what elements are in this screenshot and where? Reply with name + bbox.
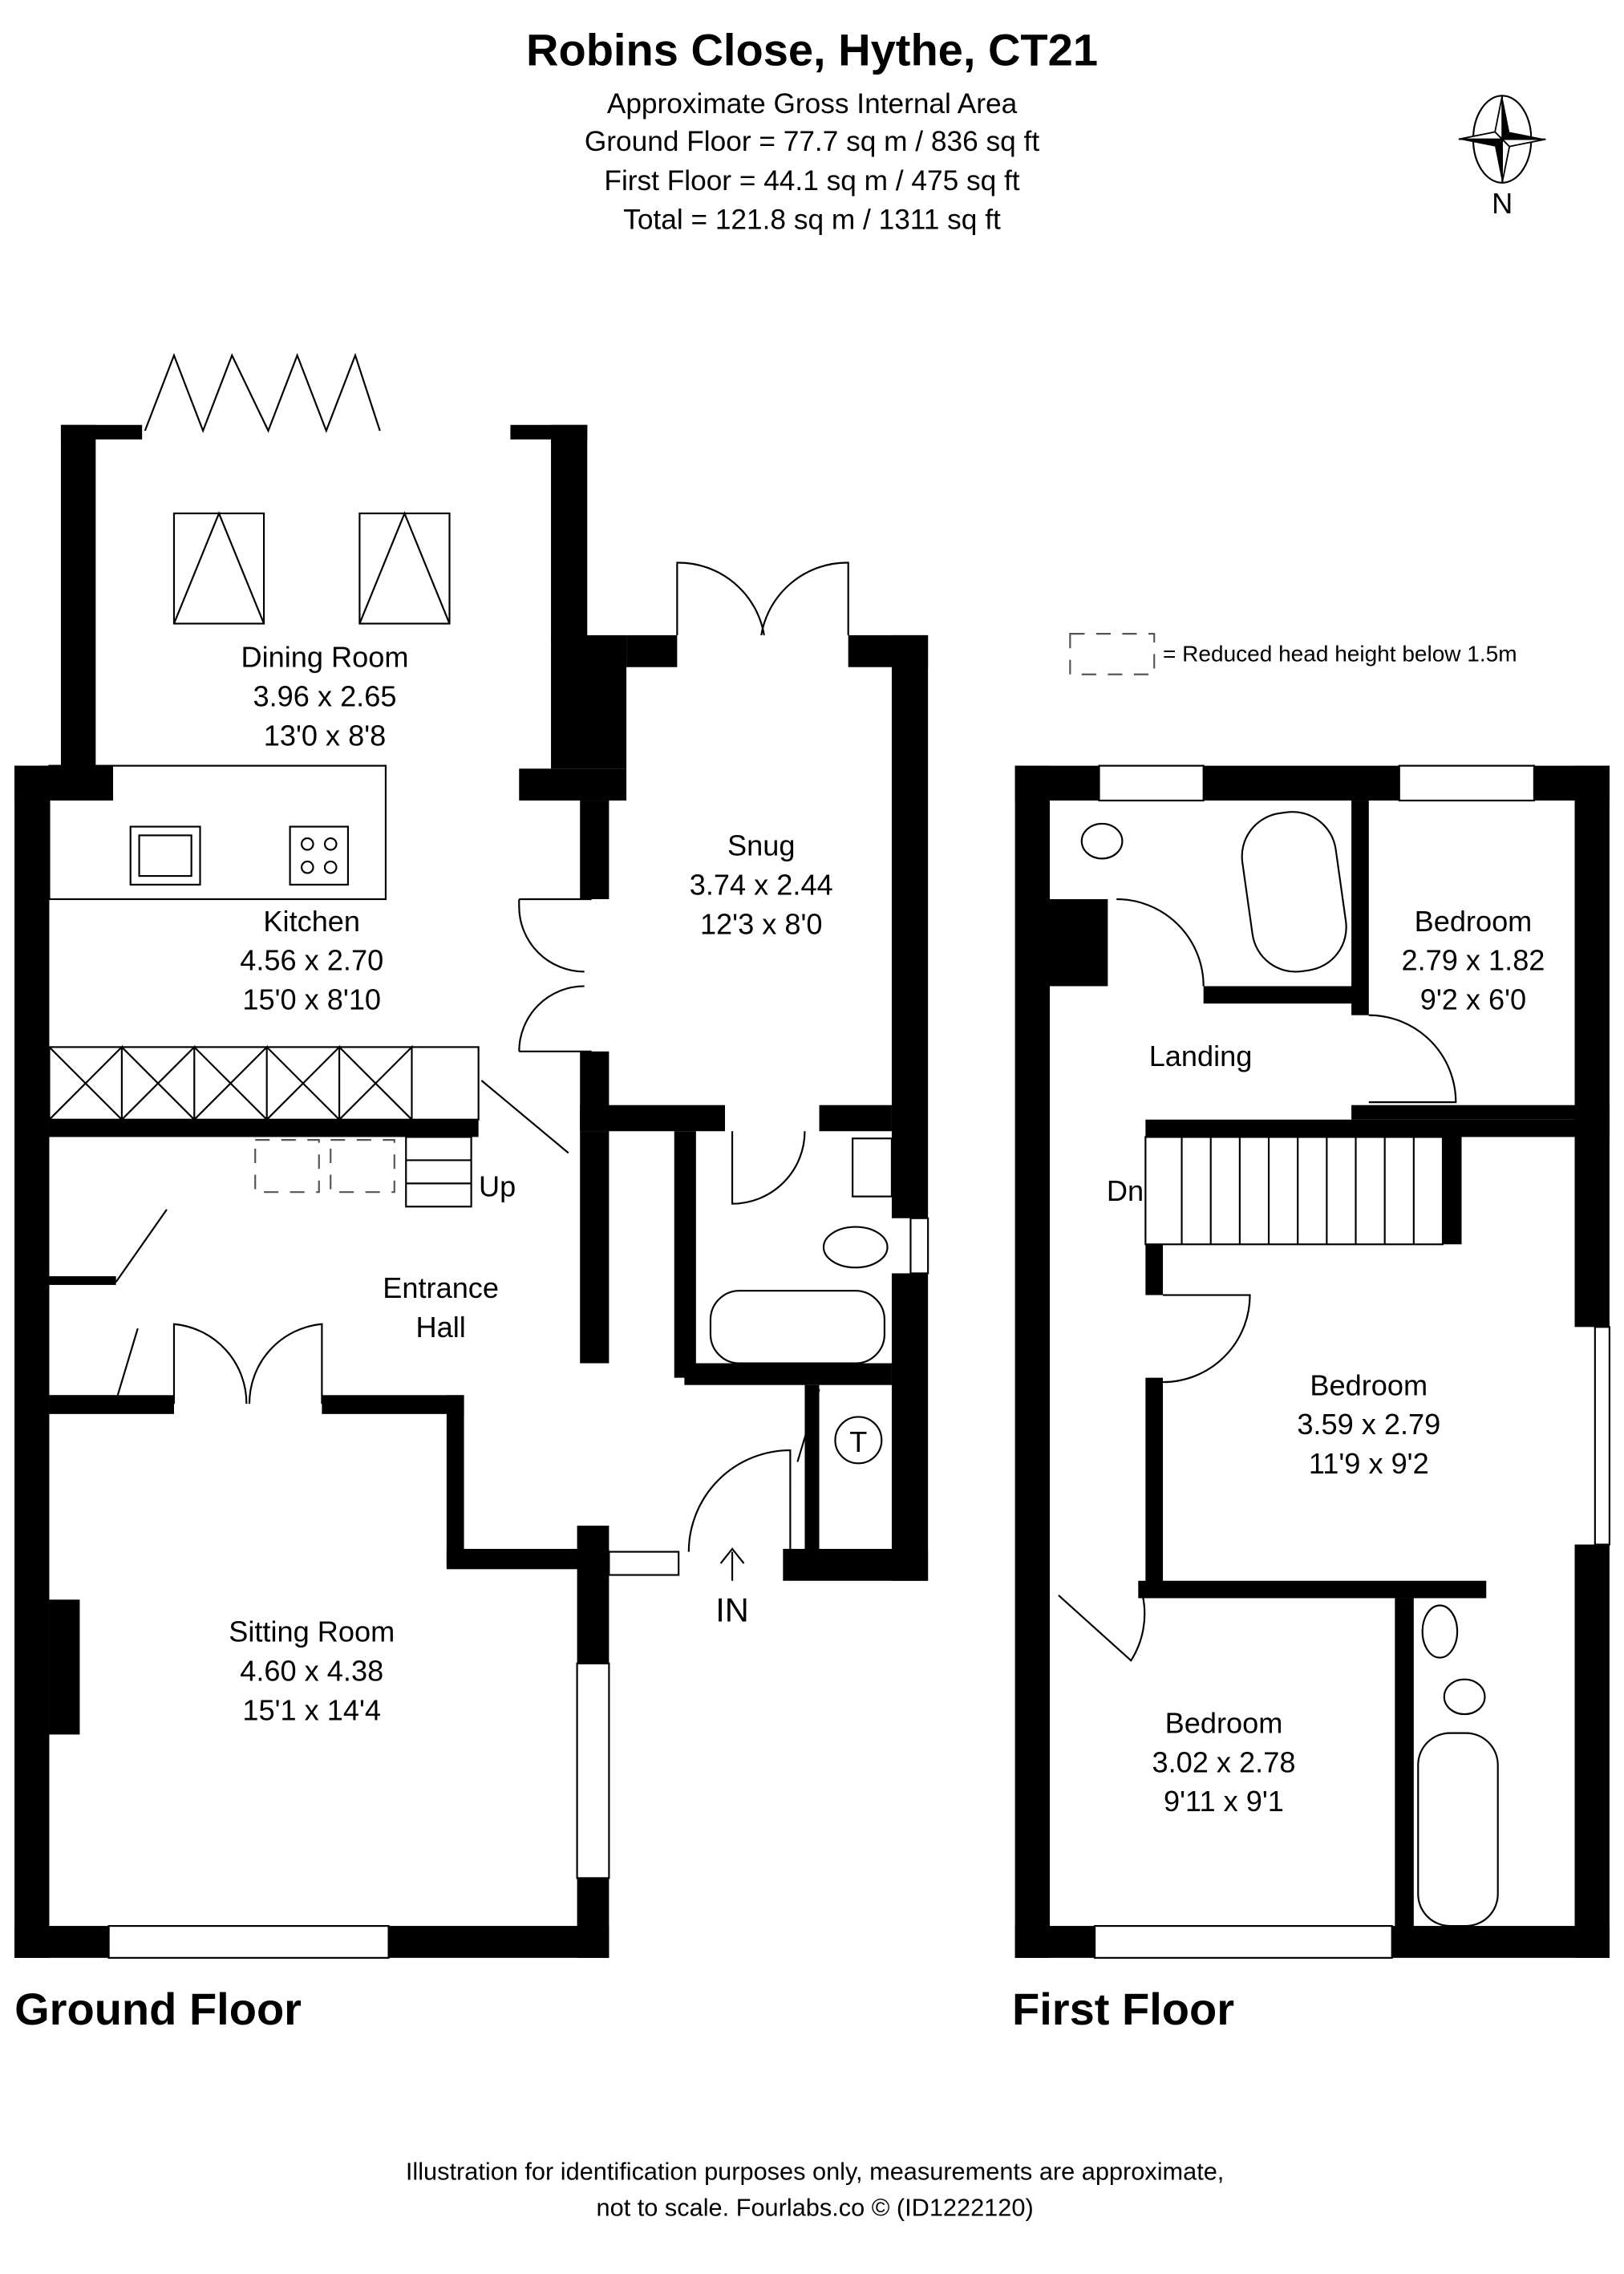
svg-text:13'0 x 8'8: 13'0 x 8'8 <box>264 719 387 752</box>
compass-north-label: N <box>1492 187 1513 220</box>
svg-text:2.79 x 1.82: 2.79 x 1.82 <box>1402 944 1545 977</box>
first-floor-fixtures <box>1057 764 1611 1959</box>
svg-text:Entrance: Entrance <box>383 1271 499 1304</box>
room-bedroom-middle: Bedroom 3.59 x 2.79 11'9 x 9'2 <box>1297 1368 1440 1480</box>
ground-floor-area: Ground Floor = 77.7 sq m / 836 sq ft <box>585 126 1039 157</box>
area-heading: Approximate Gross Internal Area <box>607 88 1018 120</box>
svg-text:Snug: Snug <box>727 829 795 862</box>
room-dining-room: Dining Room 3.96 x 2.65 13'0 x 8'8 <box>241 641 409 752</box>
svg-text:11'9 x 9'2: 11'9 x 9'2 <box>1309 1447 1429 1480</box>
room-sitting-room: Sitting Room 4.60 x 4.38 15'1 x 14'4 <box>229 1615 395 1727</box>
first-floor-area: First Floor = 44.1 sq m / 475 sq ft <box>604 165 1019 197</box>
legend-text: = Reduced head height below 1.5m <box>1163 641 1517 666</box>
room-snug: Snug 3.74 x 2.44 12'3 x 8'0 <box>690 829 833 941</box>
cylinder-cupboard-label: T <box>849 1425 867 1458</box>
window <box>576 1662 610 1879</box>
svg-text:Dining Room: Dining Room <box>241 641 409 674</box>
svg-text:Sitting Room: Sitting Room <box>229 1615 395 1648</box>
room-kitchen: Kitchen 4.56 x 2.70 15'0 x 8'10 <box>240 905 383 1016</box>
entry-arrow-icon <box>719 1547 745 1581</box>
total-area: Total = 121.8 sq m / 1311 sq ft <box>623 205 1001 236</box>
svg-text:9'2 x 6'0: 9'2 x 6'0 <box>1420 983 1526 1015</box>
stairs-up-label: Up <box>479 1170 516 1203</box>
svg-text:3.96 x 2.65: 3.96 x 2.65 <box>253 680 397 713</box>
disclaimer-line-1: Illustration for identification purposes… <box>406 2157 1224 2185</box>
svg-text:Bedroom: Bedroom <box>1415 905 1533 938</box>
ground-floor-label: Ground Floor <box>14 1984 302 2034</box>
plan-title: Robins Close, Hythe, CT21 <box>526 24 1098 75</box>
svg-text:3.02 x 2.78: 3.02 x 2.78 <box>1152 1745 1296 1778</box>
svg-text:15'1 x 14'4: 15'1 x 14'4 <box>242 1693 381 1726</box>
svg-text:12'3 x 8'0: 12'3 x 8'0 <box>700 907 823 940</box>
svg-text:4.60 x 4.38: 4.60 x 4.38 <box>240 1655 383 1688</box>
stairs-down-label: Dn <box>1107 1174 1144 1207</box>
disclaimer-line-2: not to scale. Fourlabs.co © (ID1222120) <box>597 2194 1034 2222</box>
svg-text:Bedroom: Bedroom <box>1165 1707 1283 1740</box>
svg-text:Kitchen: Kitchen <box>263 905 360 938</box>
first-floor-walls <box>1014 765 1610 1958</box>
svg-text:9'11 x 9'1: 9'11 x 9'1 <box>1164 1785 1284 1818</box>
ground-floor-walls <box>14 424 929 1958</box>
svg-text:3.74 x 2.44: 3.74 x 2.44 <box>690 869 833 902</box>
svg-text:15'0 x 8'10: 15'0 x 8'10 <box>242 983 381 1015</box>
first-floor-label: First Floor <box>1012 1984 1234 2034</box>
window <box>107 1924 390 1959</box>
ground-floor-fixtures <box>48 352 929 1959</box>
svg-text:Landing: Landing <box>1149 1040 1253 1072</box>
room-landing: Landing <box>1149 1040 1253 1072</box>
svg-text:4.56 x 2.70: 4.56 x 2.70 <box>240 944 383 977</box>
svg-text:Hall: Hall <box>415 1311 465 1344</box>
room-bedroom-front: Bedroom 3.02 x 2.78 9'11 x 9'1 <box>1152 1707 1296 1818</box>
compass-icon <box>1458 95 1546 184</box>
svg-text:Bedroom: Bedroom <box>1310 1368 1428 1401</box>
svg-text:3.59 x 2.79: 3.59 x 2.79 <box>1297 1408 1440 1441</box>
room-entrance-hall: Entrance Hall <box>383 1271 499 1344</box>
reduced-head-height-symbol <box>1069 633 1156 675</box>
room-bedroom-small: Bedroom 2.79 x 1.82 9'2 x 6'0 <box>1402 905 1545 1016</box>
entrance-in-label: IN <box>715 1591 749 1628</box>
